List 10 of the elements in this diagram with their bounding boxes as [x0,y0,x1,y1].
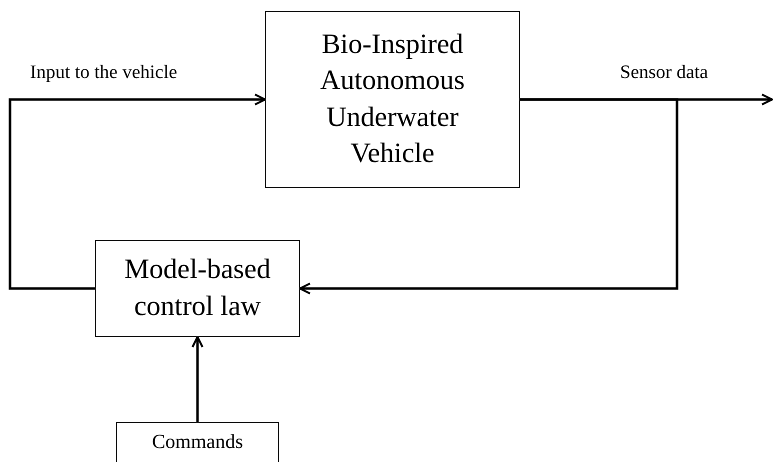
box-label: Model-based control law [123,253,272,324]
arrow [192,336,204,422]
edge-label: Input to the vehicle [30,62,178,84]
process-box [116,422,279,462]
process-box [265,11,520,188]
arrow [8,94,266,290]
arrow [299,98,678,294]
box-label: Bio-Inspired Autonomous Underwater Vehicle [319,28,466,171]
process-box [95,240,300,337]
box-label: Commands [152,430,244,455]
